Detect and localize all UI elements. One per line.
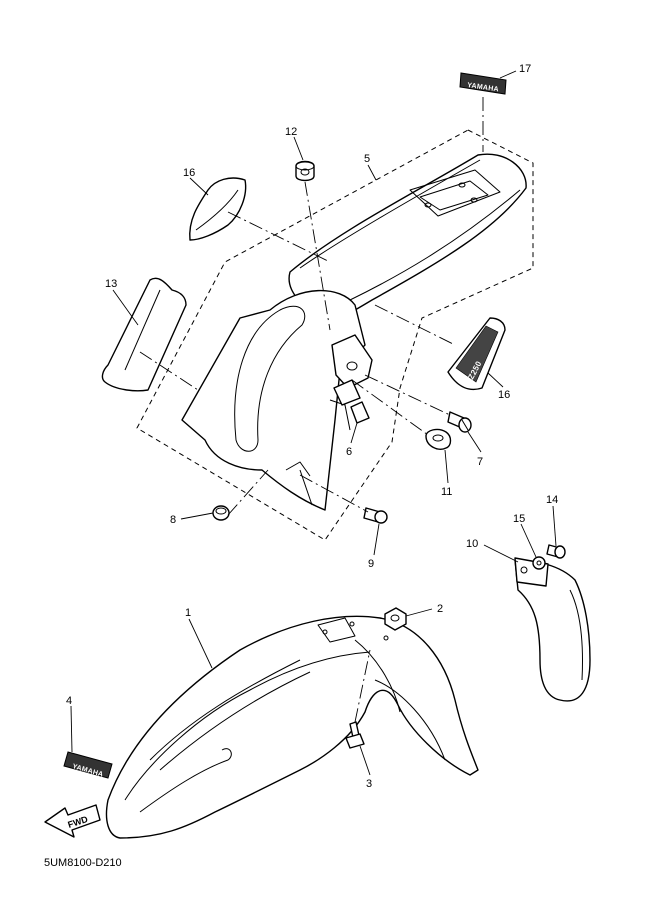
callout-8: 8 xyxy=(170,514,176,526)
decal-17-text: YAMAHA xyxy=(467,82,500,93)
leader-7 xyxy=(467,431,482,453)
alignment-line-11 xyxy=(351,379,429,436)
leader-16a xyxy=(189,177,209,196)
leader-9 xyxy=(373,523,380,556)
leader-17 xyxy=(499,70,517,79)
rear-fender-assembly-boundary xyxy=(136,129,534,541)
leader-4 xyxy=(70,705,73,753)
damper-part-11[interactable] xyxy=(425,428,452,450)
mud-flap-part-13[interactable] xyxy=(101,277,187,392)
leader-2 xyxy=(405,608,433,617)
callout-1: 1 xyxy=(185,607,191,619)
alignment-line-3 xyxy=(354,649,371,723)
callout-17: 17 xyxy=(519,63,531,75)
callout-12: 12 xyxy=(285,126,297,138)
callout-2: 2 xyxy=(437,603,443,615)
leader-6 xyxy=(350,422,358,444)
decal-part-17[interactable]: YAMAHA xyxy=(459,72,507,95)
leader-11 xyxy=(444,449,449,484)
bolt-part-7[interactable] xyxy=(447,411,472,433)
alignment-line-16b xyxy=(374,304,456,346)
alignment-line-13 xyxy=(139,351,199,391)
callout-3: 3 xyxy=(366,778,372,790)
bolt-part-9[interactable] xyxy=(363,507,388,524)
nut-part-2[interactable] xyxy=(384,607,407,631)
side-graphic-part-16-lower[interactable]: YZ250 xyxy=(447,317,506,391)
callout-16-lower: 16 xyxy=(498,389,510,401)
callout-5: 5 xyxy=(364,153,370,165)
forward-direction-arrow: FWD xyxy=(44,804,101,838)
callout-10: 10 xyxy=(466,538,478,550)
callout-11: 11 xyxy=(441,486,452,498)
screw-part-14[interactable] xyxy=(546,544,566,559)
leader-14 xyxy=(552,505,557,547)
callout-16-upper: 16 xyxy=(183,167,195,179)
callout-13: 13 xyxy=(105,278,117,290)
leader-1 xyxy=(188,618,213,669)
alignment-line-16a xyxy=(227,211,331,263)
callout-14: 14 xyxy=(546,494,558,506)
rear-flap-part-10[interactable] xyxy=(514,557,591,702)
leader-12 xyxy=(293,136,304,161)
callout-7: 7 xyxy=(477,456,483,468)
leader-8 xyxy=(180,512,214,520)
decal-part-4[interactable]: YAMAHA xyxy=(63,751,113,779)
leader-5 xyxy=(367,164,377,181)
callout-4: 4 xyxy=(66,695,72,707)
washer-part-15[interactable] xyxy=(532,556,546,570)
alignment-line-8 xyxy=(227,469,269,516)
diagram-code: 5UM8100-D210 xyxy=(44,857,122,869)
bolt-part-3[interactable] xyxy=(345,721,365,749)
callout-15: 15 xyxy=(513,513,525,525)
alignment-line-7 xyxy=(364,374,451,416)
leader-3 xyxy=(359,745,371,776)
leader-16b xyxy=(487,372,504,388)
front-fender-part-1[interactable] xyxy=(105,615,479,839)
collar-part-8[interactable] xyxy=(212,505,230,521)
grommet-part-12[interactable] xyxy=(295,160,315,182)
leader-15 xyxy=(520,523,537,558)
side-graphic-part-16-upper[interactable] xyxy=(189,177,247,241)
alignment-line-9 xyxy=(299,474,369,513)
leader-13 xyxy=(112,289,139,326)
callout-6: 6 xyxy=(346,446,352,458)
rear-fender-part-5[interactable] xyxy=(181,153,527,511)
callout-9: 9 xyxy=(368,558,374,570)
leader-10 xyxy=(483,544,519,563)
